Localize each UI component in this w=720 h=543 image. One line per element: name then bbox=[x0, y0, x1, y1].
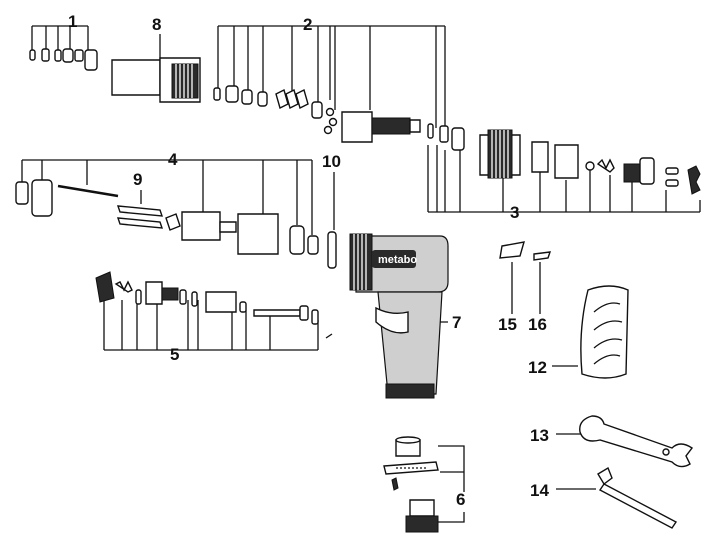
part-1-rings bbox=[29, 48, 98, 71]
callout-1: 1 bbox=[68, 12, 77, 31]
part-4-rotor-assembly bbox=[15, 179, 319, 255]
part-13-wrench bbox=[579, 415, 694, 468]
callout-7: 7 bbox=[452, 313, 461, 332]
callout-10-group: 10 bbox=[322, 152, 341, 230]
callout-1-group: 1 bbox=[31, 12, 89, 50]
part-7-tool-housing: metabo bbox=[349, 233, 449, 399]
part-14-hex-key bbox=[597, 466, 678, 529]
callout-14-group: 14 bbox=[530, 481, 596, 500]
callout-8-group: 8 bbox=[152, 15, 161, 62]
part-5-trigger-valve bbox=[95, 271, 333, 339]
callout-3-group: 3 bbox=[427, 145, 701, 222]
callout-10: 10 bbox=[322, 152, 341, 171]
callout-15-group: 15 bbox=[498, 241, 525, 334]
part-2-valve-assembly bbox=[213, 85, 465, 151]
callout-6: 6 bbox=[456, 490, 465, 509]
callout-9: 9 bbox=[133, 170, 142, 189]
part-9-vanes bbox=[116, 205, 164, 229]
callout-8: 8 bbox=[152, 15, 161, 34]
part-10-ring bbox=[327, 231, 337, 269]
part-3-motor-assembly bbox=[479, 129, 701, 195]
callout-13: 13 bbox=[530, 426, 549, 445]
callout-6-group: 6 bbox=[418, 445, 465, 523]
brand-logo: metabo bbox=[378, 254, 417, 266]
part-12-rubber-grip bbox=[580, 285, 629, 379]
callout-9-group: 9 bbox=[133, 170, 142, 204]
callout-12: 12 bbox=[528, 358, 547, 377]
callout-2-group: 2 bbox=[217, 15, 446, 128]
callout-12-group: 12 bbox=[528, 358, 578, 377]
callout-14: 14 bbox=[530, 481, 549, 500]
callout-5: 5 bbox=[170, 345, 179, 364]
callout-15: 15 bbox=[498, 315, 517, 334]
callout-16: 16 bbox=[528, 315, 547, 334]
callout-5-group: 5 bbox=[103, 300, 319, 364]
callout-2: 2 bbox=[303, 15, 312, 34]
part-8-nozzle bbox=[111, 57, 201, 103]
part-6-air-fittings bbox=[383, 436, 439, 533]
callout-4-group: 4 bbox=[21, 150, 313, 235]
callout-16-group: 16 bbox=[528, 251, 552, 334]
